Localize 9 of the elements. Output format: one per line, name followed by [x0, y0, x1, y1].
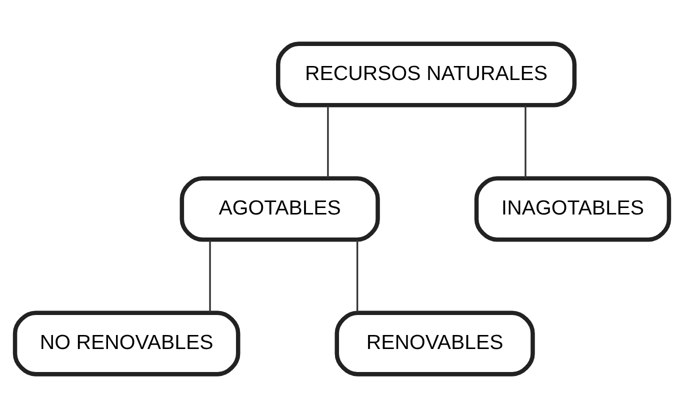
connector: [327, 106, 329, 178]
node-box: RECURSOS NATURALES: [276, 42, 577, 108]
connector: [524, 106, 526, 178]
node-box: NO RENOVABLES: [12, 310, 240, 376]
node-box: AGOTABLES: [180, 176, 380, 242]
connector: [356, 240, 358, 312]
node-box: INAGOTABLES: [474, 176, 672, 242]
connector: [209, 240, 211, 312]
node-box: RENOVABLES: [334, 310, 535, 376]
